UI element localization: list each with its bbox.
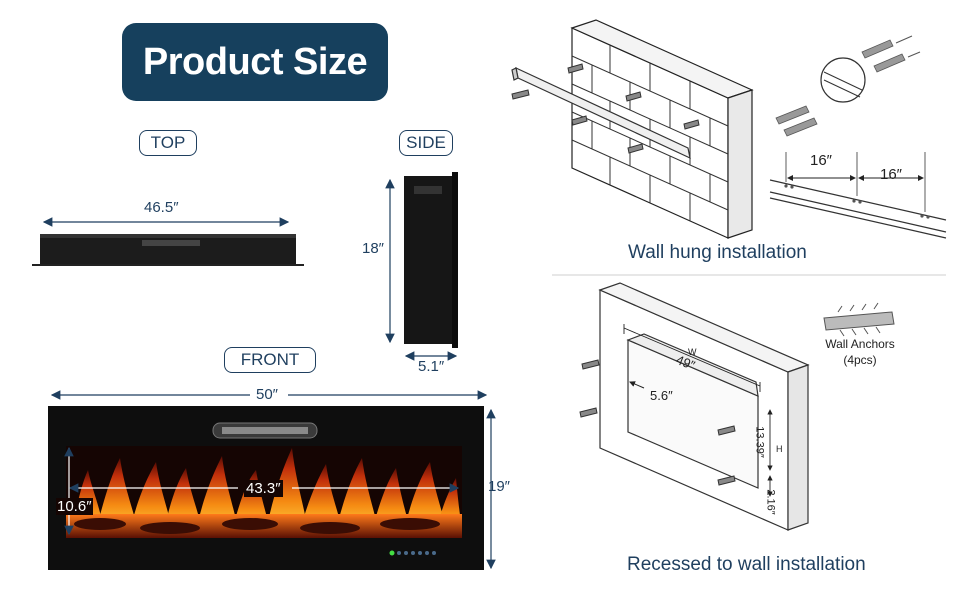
top-view-label: TOP: [139, 130, 197, 156]
flame-height-dimension: 10.6″: [56, 498, 93, 515]
recess-height-dimension: 13.39″: [753, 426, 766, 458]
rail-spacing-right: 16″: [880, 166, 902, 183]
top-width-dimension: 46.5″: [144, 199, 179, 216]
side-height-dimension: 18″: [362, 240, 384, 257]
rail-spacing-left: 16″: [810, 152, 832, 169]
wall-anchor-icon: [823, 302, 895, 337]
page-title: Product Size: [122, 23, 388, 101]
wall-anchors-count: (4pcs): [843, 353, 877, 367]
wall-anchors-label: Wall Anchors (4pcs): [812, 336, 908, 368]
wall-anchors-title: Wall Anchors: [825, 337, 895, 351]
recessed-caption: Recessed to wall installation: [627, 554, 866, 575]
flame-width-dimension: 43.3″: [244, 480, 283, 497]
recess-depth-dimension: 5.6″: [650, 388, 673, 403]
front-width-dimension: 50″: [256, 386, 278, 403]
recess-bottom-dimension: 2.16″: [764, 489, 777, 515]
wall-hung-caption: Wall hung installation: [628, 242, 807, 263]
front-view-label: FRONT: [224, 347, 316, 373]
side-view-label: SIDE: [399, 130, 453, 156]
side-depth-dimension: 5.1″: [418, 358, 445, 375]
recess-h-letter: H: [776, 444, 783, 454]
recess-w-letter: W: [688, 347, 697, 357]
